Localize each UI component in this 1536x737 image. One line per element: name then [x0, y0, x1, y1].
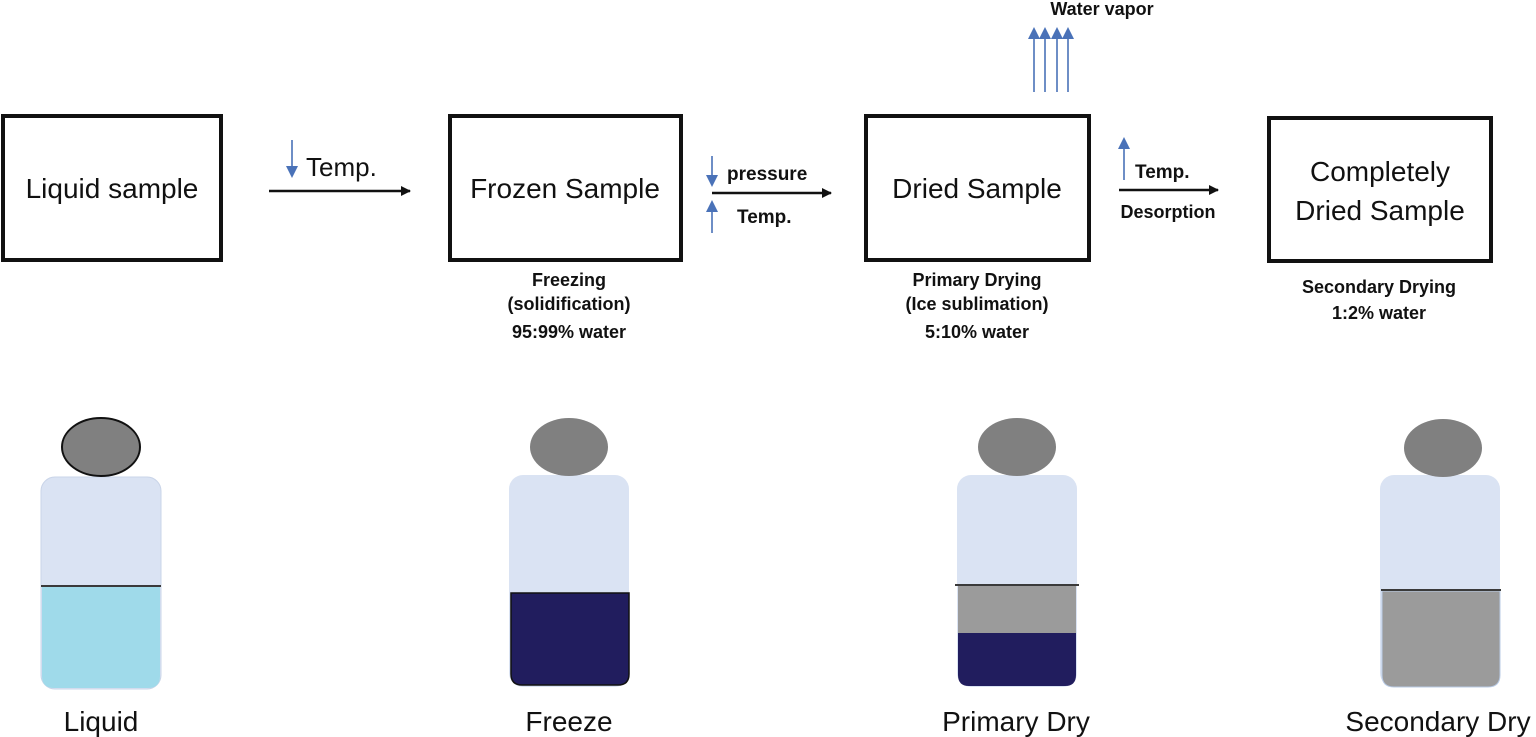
box-dried-sample: Dried Sample — [864, 114, 1091, 262]
caption-line: 1:2% water — [1332, 303, 1426, 323]
vial-cap — [61, 417, 141, 477]
vial-cap — [1404, 419, 1482, 477]
box-label: Frozen Sample — [470, 173, 660, 204]
frozen-fill — [510, 592, 630, 686]
vial-cap — [978, 418, 1056, 476]
box-frame — [1267, 116, 1493, 263]
vial-primary-dry: Primary Dry — [942, 418, 1090, 737]
caption-line: Secondary Drying — [1302, 277, 1456, 297]
vial-cap — [530, 418, 608, 476]
dried-layer — [958, 585, 1076, 633]
box-completely-dried-sample: Completely Dried Sample — [1267, 116, 1493, 263]
transition-bottom-label: Temp. — [737, 207, 792, 228]
box-label: Dried Sample — [892, 173, 1062, 204]
caption-line: (solidification) — [508, 294, 631, 314]
stage-caption-freezing: Freezing (solidification) 95:99% water — [508, 270, 631, 342]
vial-label: Liquid — [64, 706, 139, 737]
stage-caption-secondary-drying: Secondary Drying 1:2% water — [1302, 277, 1456, 323]
caption-line: (Ice sublimation) — [905, 294, 1048, 314]
box-frame — [864, 114, 1091, 262]
box-label-line-2: Dried Sample — [1295, 195, 1465, 226]
box-label-line-1: Completely — [1310, 156, 1450, 187]
transition-bottom-label: Desorption — [1120, 202, 1215, 222]
vial-liquid: Liquid — [40, 417, 162, 737]
box-frozen-sample: Frozen Sample — [448, 114, 683, 262]
liquid-fill — [42, 587, 160, 688]
frozen-fill — [958, 633, 1076, 686]
vial-secondary-dry: Secondary Dry — [1345, 419, 1531, 737]
caption-line: Freezing — [532, 270, 606, 290]
water-vapor-label: Water vapor — [1050, 0, 1153, 19]
box-liquid-sample: Liquid sample — [1, 114, 223, 262]
box-label: Liquid sample — [26, 173, 199, 204]
vial-label: Secondary Dry — [1345, 706, 1530, 737]
caption-line: Primary Drying — [912, 270, 1041, 290]
box-frame — [448, 114, 683, 262]
water-vapor: Water vapor — [1028, 0, 1154, 92]
vial-label: Primary Dry — [942, 706, 1090, 737]
vial-label: Freeze — [525, 706, 612, 737]
transition-freeze: Temp. — [269, 140, 411, 196]
transition-label: Temp. — [306, 152, 377, 182]
transition-primary: pressure Temp. — [706, 156, 832, 233]
box-frame — [1, 114, 223, 262]
transition-top-label: pressure — [727, 164, 807, 185]
caption-line: 95:99% water — [512, 322, 626, 342]
caption-line: 5:10% water — [925, 322, 1029, 342]
stage-caption-primary-drying: Primary Drying (Ice sublimation) 5:10% w… — [905, 270, 1048, 342]
dried-fill — [1381, 590, 1501, 688]
vial-freeze: Freeze — [509, 418, 630, 737]
transition-top-label: Temp. — [1135, 162, 1190, 183]
transition-secondary: Temp. Desorption — [1118, 137, 1219, 222]
